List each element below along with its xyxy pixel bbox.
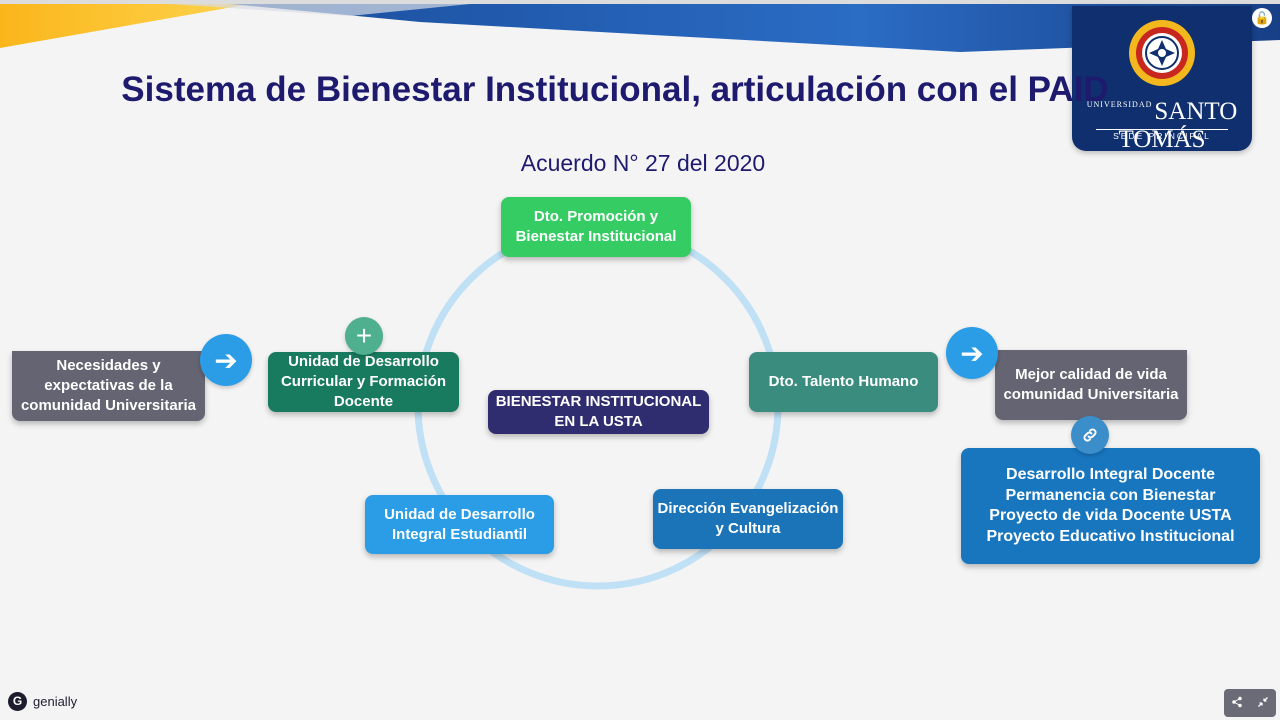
desarrollo-line: Proyecto Educativo Institucional (986, 527, 1235, 545)
bienestar-usta-label: BIENESTAR INSTITUCIONAL EN LA USTA (495, 393, 702, 430)
logo-university-name: SANTO TOMÁS (1118, 98, 1238, 153)
bottom-controls (1224, 689, 1276, 717)
arrow-right-icon[interactable]: ➔ (946, 327, 998, 379)
lock-icon[interactable]: 🔓 (1252, 8, 1272, 28)
desarrollo-curricular-box[interactable]: Unidad de Desarrollo Curricular y Formac… (268, 352, 459, 412)
talento-humano-box[interactable]: Dto. Talento Humano (749, 352, 938, 412)
link-icon[interactable] (1071, 416, 1109, 454)
logo-university-label: UNIVERSIDAD (1086, 100, 1153, 109)
share-icon[interactable] (1227, 696, 1247, 711)
slide-title: Sistema de Bienestar Institucional, arti… (121, 70, 1109, 109)
desarrollo-curricular-label: Unidad de Desarrollo Curricular y Formac… (280, 353, 447, 410)
plus-icon[interactable]: + (345, 317, 383, 355)
bienestar-usta-center-box: BIENESTAR INSTITUCIONAL EN LA USTA (488, 390, 709, 434)
desarrollo-estudiantil-label: Unidad de Desarrollo Integral Estudianti… (384, 505, 535, 543)
logo-campus-label: SEDE PRINCIPAL (1096, 129, 1228, 141)
slide-subtitle: Acuerdo N° 27 del 2020 (520, 150, 766, 176)
desarrollo-line: Proyecto de vida Docente USTA (989, 507, 1232, 524)
university-logo: UNIVERSIDADSANTO TOMÁS SEDE PRINCIPAL (1072, 6, 1252, 153)
desarrollo-line: Desarrollo Integral Docente (1006, 466, 1215, 483)
genially-brand[interactable]: G genially (8, 691, 77, 711)
collapse-icon[interactable] (1253, 696, 1273, 711)
desarrollo-line: Permanencia con Bienestar (1005, 486, 1216, 504)
evangelizacion-cultura-label: Dirección Evangelización y Cultura (657, 500, 839, 537)
necesidades-label: Necesidades y expectativas de la comunid… (20, 357, 197, 414)
necesidades-box: Necesidades y expectativas de la comunid… (12, 351, 205, 421)
university-seal-icon (1129, 20, 1195, 86)
genially-logo-icon: G (8, 691, 27, 711)
top-decorative-band (0, 0, 1280, 56)
desarrollo-docente-box: Desarrollo Integral Docente Permanencia … (961, 448, 1260, 564)
desarrollo-estudiantil-box[interactable]: Unidad de Desarrollo Integral Estudianti… (365, 495, 554, 554)
arrow-right-icon[interactable]: ➔ (200, 334, 252, 386)
promocion-bienestar-label: Dto. Promoción y Bienestar Institucional (515, 208, 677, 245)
talento-humano-label: Dto. Talento Humano (768, 373, 919, 390)
genially-brand-label: genially (33, 693, 78, 709)
evangelizacion-cultura-box[interactable]: Dirección Evangelización y Cultura (653, 489, 843, 549)
mejor-calidad-box: Mejor calidad de vida comunidad Universi… (995, 350, 1187, 420)
promocion-bienestar-box[interactable]: Dto. Promoción y Bienestar Institucional (501, 197, 691, 257)
mejor-calidad-label: Mejor calidad de vida comunidad Universi… (1003, 366, 1179, 403)
